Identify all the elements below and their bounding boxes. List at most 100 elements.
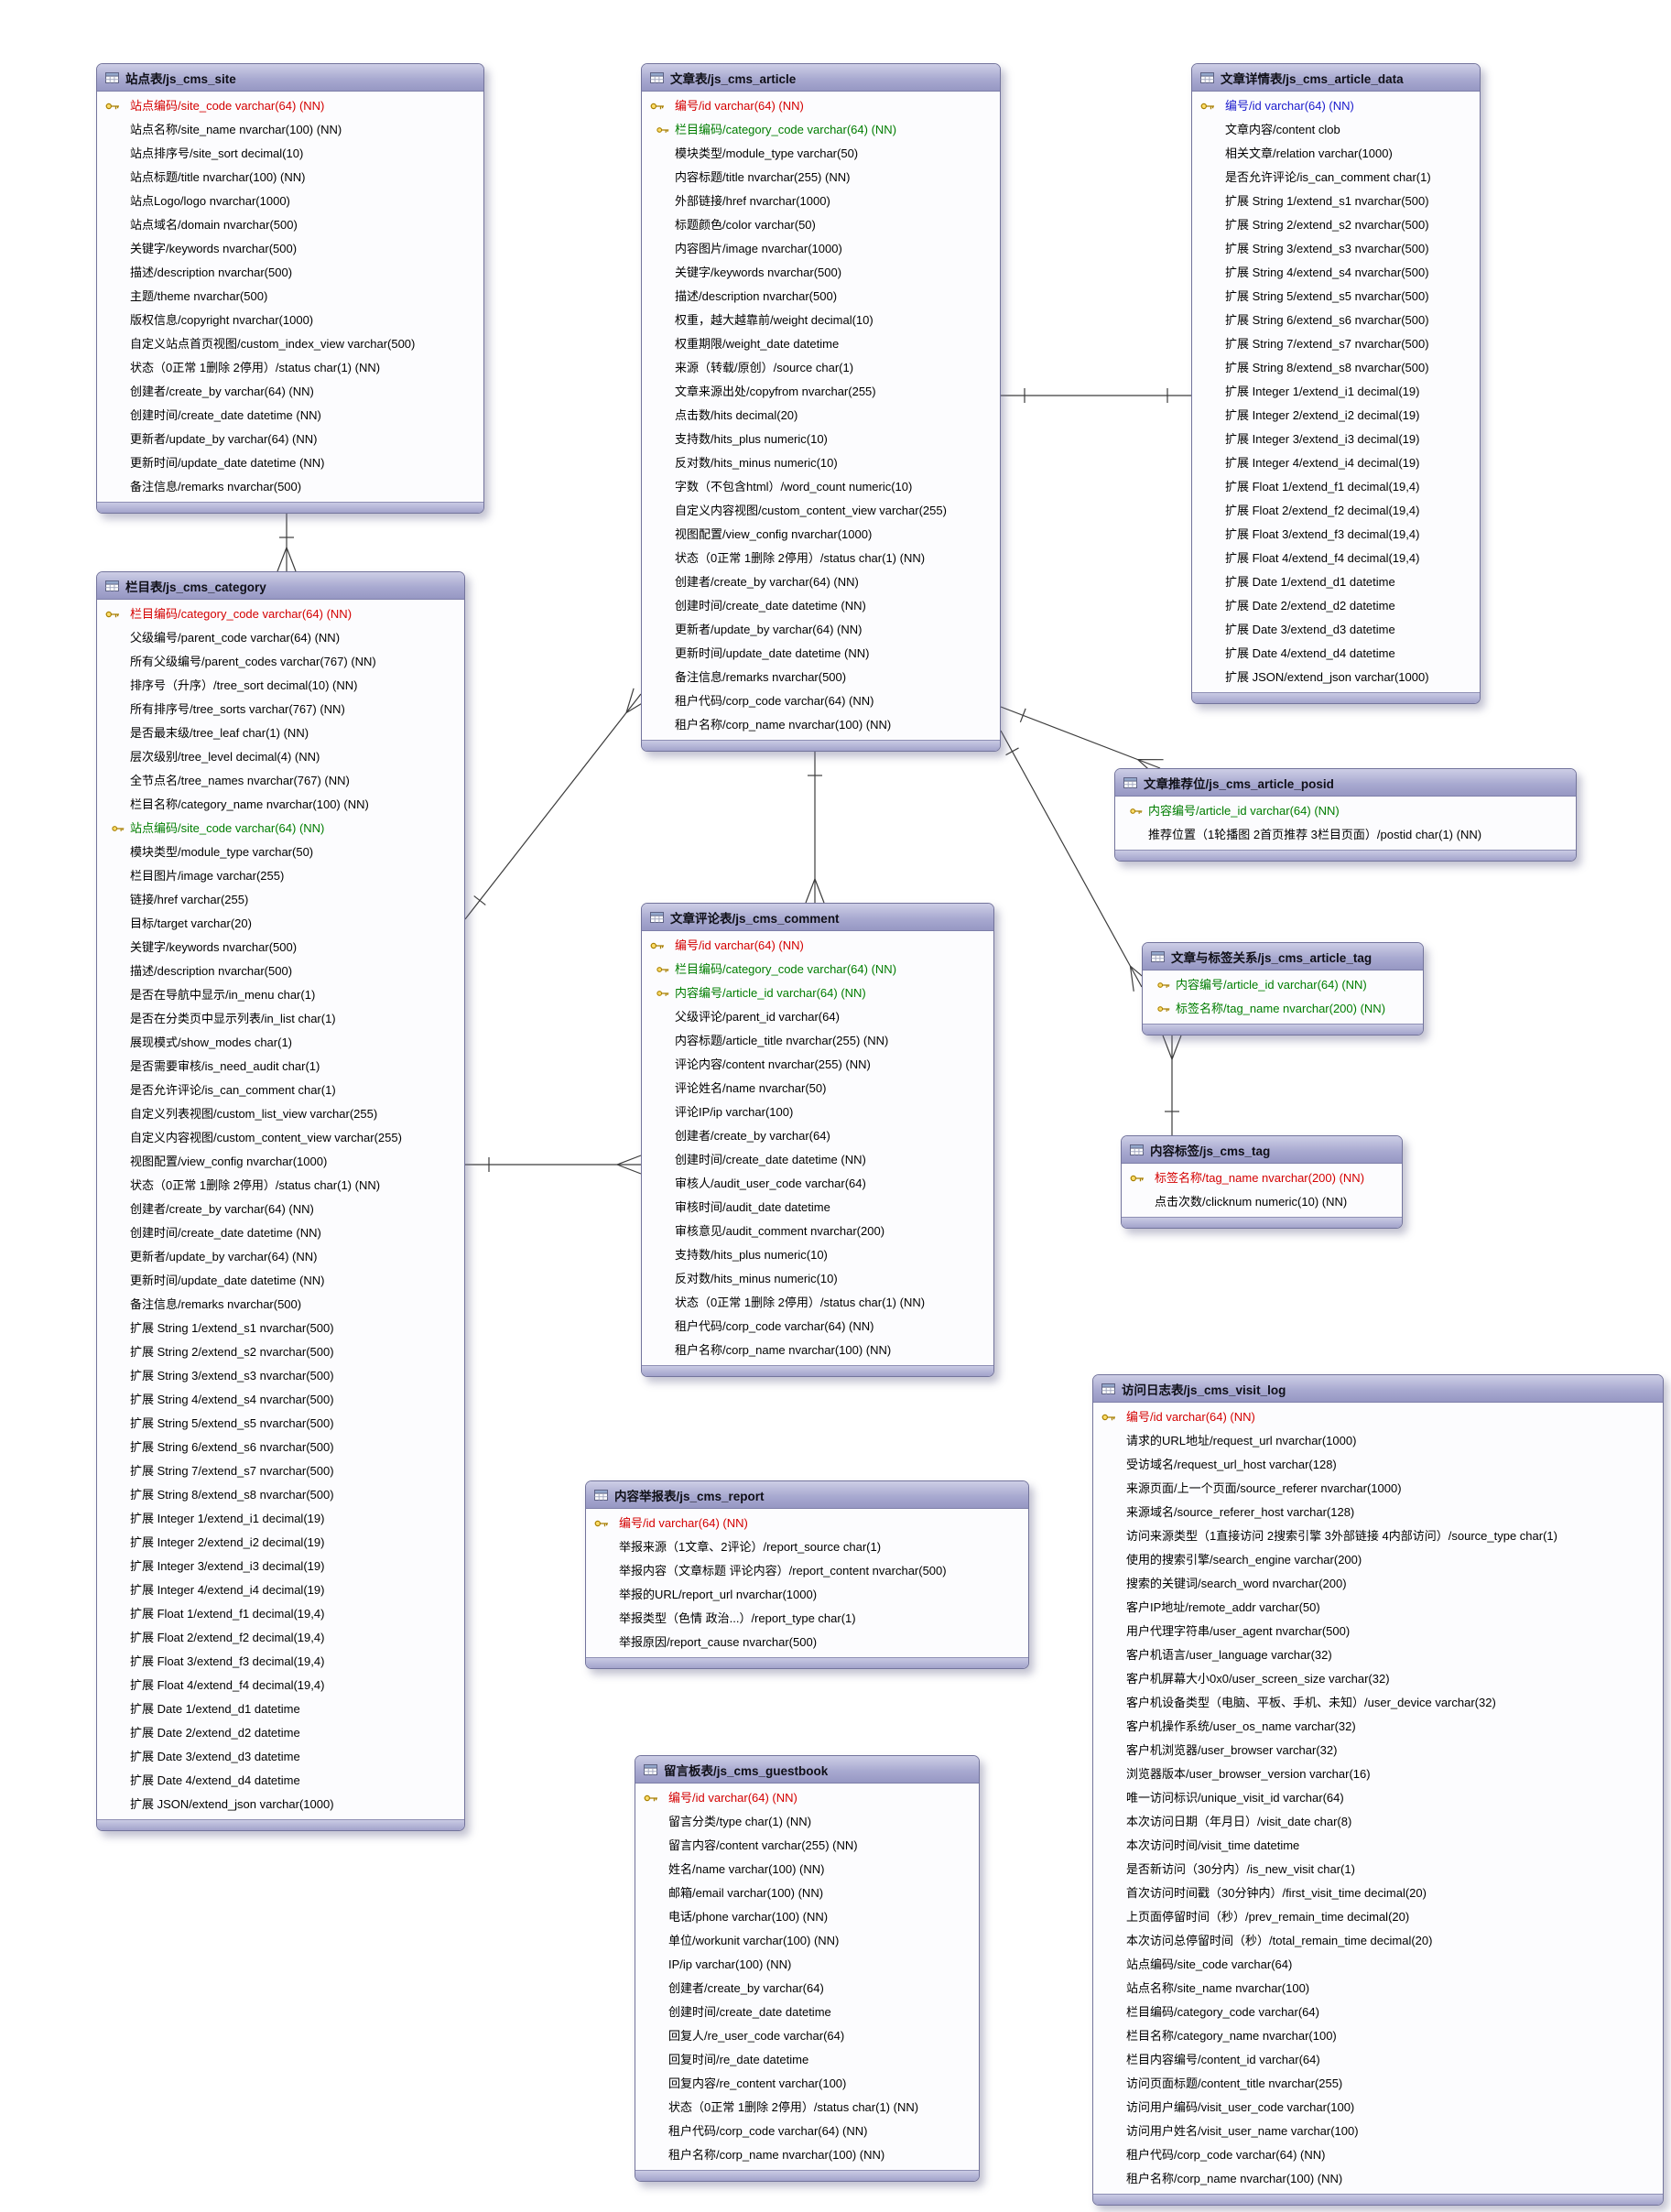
field-row[interactable]: 扩展 String 6/extend_s6 nvarchar(500): [1192, 309, 1480, 332]
field-row[interactable]: 租户代码/corp_code varchar(64) (NN): [642, 1315, 993, 1339]
field-row[interactable]: 站点标题/title nvarchar(100) (NN): [97, 166, 483, 190]
field-row[interactable]: 租户代码/corp_code varchar(64) (NN): [1093, 2143, 1663, 2167]
field-row[interactable]: 扩展 JSON/extend_json varchar(1000): [97, 1793, 464, 1816]
field-row[interactable]: 反对数/hits_minus numeric(10): [642, 1267, 993, 1291]
field-row[interactable]: 扩展 Date 1/extend_d1 datetime: [97, 1697, 464, 1721]
field-row[interactable]: 所有排序号/tree_sorts varchar(767) (NN): [97, 698, 464, 721]
field-row[interactable]: 文章内容/content clob: [1192, 118, 1480, 142]
field-row[interactable]: 访问用户编码/visit_user_code varchar(100): [1093, 2096, 1663, 2120]
field-row[interactable]: 状态（0正常 1删除 2停用）/status char(1) (NN): [642, 1291, 993, 1315]
field-row[interactable]: 扩展 Float 2/extend_f2 decimal(19,4): [97, 1626, 464, 1650]
field-row[interactable]: 扩展 Date 2/extend_d2 datetime: [97, 1721, 464, 1745]
field-row[interactable]: 站点编码/site_code varchar(64): [1093, 1953, 1663, 1977]
field-row[interactable]: 扩展 Integer 4/extend_i4 decimal(19): [97, 1578, 464, 1602]
field-row[interactable]: 扩展 String 5/extend_s5 nvarchar(500): [97, 1412, 464, 1436]
field-row[interactable]: 扩展 String 7/extend_s7 nvarchar(500): [1192, 332, 1480, 356]
field-row[interactable]: 是否需要审核/is_need_audit char(1): [97, 1055, 464, 1079]
field-row[interactable]: 自定义内容视图/custom_content_view varchar(255): [642, 499, 1000, 523]
field-row[interactable]: 扩展 String 8/extend_s8 nvarchar(500): [1192, 356, 1480, 380]
field-row[interactable]: 更新者/update_by varchar(64) (NN): [97, 1245, 464, 1269]
field-row[interactable]: 创建时间/create_date datetime (NN): [97, 1221, 464, 1245]
field-row[interactable]: 栏目名称/category_name nvarchar(100): [1093, 2024, 1663, 2048]
field-row[interactable]: 主题/theme nvarchar(500): [97, 285, 483, 309]
field-row[interactable]: 客户机语言/user_language varchar(32): [1093, 1643, 1663, 1667]
field-row[interactable]: 文章来源出处/copyfrom nvarchar(255): [642, 380, 1000, 404]
field-row[interactable]: 首次访问时间戳（30分钟内）/first_visit_time decimal(…: [1093, 1881, 1663, 1905]
field-row[interactable]: 内容编号/article_id varchar(64) (NN): [642, 981, 993, 1005]
field-row[interactable]: 举报内容（文章标题 评论内容）/report_content nvarchar(…: [586, 1559, 1028, 1583]
field-row[interactable]: IP/ip varchar(100) (NN): [635, 1953, 979, 1977]
field-row[interactable]: 内容标题/article_title nvarchar(255) (NN): [642, 1029, 993, 1053]
field-row[interactable]: 备注信息/remarks nvarchar(500): [642, 666, 1000, 689]
field-row[interactable]: 创建时间/create_date datetime: [635, 2001, 979, 2024]
field-row[interactable]: 客户机浏览器/user_browser varchar(32): [1093, 1739, 1663, 1762]
field-row[interactable]: 权重期限/weight_date datetime: [642, 332, 1000, 356]
field-row[interactable]: 创建者/create_by varchar(64) (NN): [97, 380, 483, 404]
field-row[interactable]: 回复人/re_user_code varchar(64): [635, 2024, 979, 2048]
field-row[interactable]: 审核人/audit_user_code varchar(64): [642, 1172, 993, 1196]
field-row[interactable]: 扩展 Date 2/extend_d2 datetime: [1192, 594, 1480, 618]
entity-header[interactable]: 栏目表/js_cms_category: [97, 572, 464, 600]
field-row[interactable]: 扩展 Date 4/extend_d4 datetime: [97, 1769, 464, 1793]
field-row[interactable]: 评论内容/content nvarchar(255) (NN): [642, 1053, 993, 1077]
entity-header[interactable]: 文章推荐位/js_cms_article_posid: [1115, 769, 1576, 797]
field-row[interactable]: 编号/id varchar(64) (NN): [1192, 94, 1480, 118]
entity-header[interactable]: 留言板表/js_cms_guestbook: [635, 1756, 979, 1784]
field-row[interactable]: 备注信息/remarks nvarchar(500): [97, 475, 483, 499]
field-row[interactable]: 父级评论/parent_id varchar(64): [642, 1005, 993, 1029]
field-row[interactable]: 目标/target varchar(20): [97, 912, 464, 936]
field-row[interactable]: 栏目图片/image varchar(255): [97, 864, 464, 888]
field-row[interactable]: 回复时间/re_date datetime: [635, 2048, 979, 2072]
field-row[interactable]: 状态（0正常 1删除 2停用）/status char(1) (NN): [97, 1174, 464, 1198]
field-row[interactable]: 扩展 Integer 2/extend_i2 decimal(19): [97, 1531, 464, 1555]
field-row[interactable]: 内容图片/image nvarchar(1000): [642, 237, 1000, 261]
field-row[interactable]: 使用的搜索引擎/search_engine varchar(200): [1093, 1548, 1663, 1572]
field-row[interactable]: 浏览器版本/user_browser_version varchar(16): [1093, 1762, 1663, 1786]
field-row[interactable]: 扩展 String 1/extend_s1 nvarchar(500): [97, 1317, 464, 1340]
field-row[interactable]: 扩展 Float 3/extend_f3 decimal(19,4): [1192, 523, 1480, 547]
entity-header[interactable]: 文章详情表/js_cms_article_data: [1192, 64, 1480, 92]
field-row[interactable]: 扩展 String 1/extend_s1 nvarchar(500): [1192, 190, 1480, 213]
field-row[interactable]: 创建者/create_by varchar(64): [635, 1977, 979, 2001]
field-row[interactable]: 创建时间/create_date datetime (NN): [97, 404, 483, 428]
field-row[interactable]: 创建者/create_by varchar(64) (NN): [97, 1198, 464, 1221]
field-row[interactable]: 举报的URL/report_url nvarchar(1000): [586, 1583, 1028, 1607]
field-row[interactable]: 推荐位置（1轮播图 2首页推荐 3栏目页面）/postid char(1) (N…: [1115, 823, 1576, 847]
field-row[interactable]: 扩展 Integer 1/extend_i1 decimal(19): [1192, 380, 1480, 404]
field-row[interactable]: 扩展 Float 2/extend_f2 decimal(19,4): [1192, 499, 1480, 523]
field-row[interactable]: 是否新访问（30分内）/is_new_visit char(1): [1093, 1858, 1663, 1881]
field-row[interactable]: 内容标题/title nvarchar(255) (NN): [642, 166, 1000, 190]
field-row[interactable]: 扩展 String 2/extend_s2 nvarchar(500): [1192, 213, 1480, 237]
field-row[interactable]: 全节点名/tree_names nvarchar(767) (NN): [97, 769, 464, 793]
field-row[interactable]: 回复内容/re_content varchar(100): [635, 2072, 979, 2096]
field-row[interactable]: 本次访问日期（年月日）/visit_date char(8): [1093, 1810, 1663, 1834]
field-row[interactable]: 描述/description nvarchar(500): [97, 261, 483, 285]
field-row[interactable]: 编号/id varchar(64) (NN): [635, 1786, 979, 1810]
entity-header[interactable]: 访问日志表/js_cms_visit_log: [1093, 1375, 1663, 1403]
field-row[interactable]: 自定义内容视图/custom_content_view varchar(255): [97, 1126, 464, 1150]
field-row[interactable]: 站点Logo/logo nvarchar(1000): [97, 190, 483, 213]
entity-header[interactable]: 文章表/js_cms_article: [642, 64, 1000, 92]
field-row[interactable]: 栏目编码/category_code varchar(64): [1093, 2001, 1663, 2024]
field-row[interactable]: 扩展 String 4/extend_s4 nvarchar(500): [97, 1388, 464, 1412]
field-row[interactable]: 模块类型/module_type varchar(50): [642, 142, 1000, 166]
field-row[interactable]: 租户名称/corp_name nvarchar(100) (NN): [642, 713, 1000, 737]
field-row[interactable]: 自定义列表视图/custom_list_view varchar(255): [97, 1102, 464, 1126]
field-row[interactable]: 客户机屏幕大小0x0/user_screen_size varchar(32): [1093, 1667, 1663, 1691]
field-row[interactable]: 审核时间/audit_date datetime: [642, 1196, 993, 1220]
field-row[interactable]: 更新时间/update_date datetime (NN): [97, 451, 483, 475]
field-row[interactable]: 是否最末级/tree_leaf char(1) (NN): [97, 721, 464, 745]
field-row[interactable]: 状态（0正常 1删除 2停用）/status char(1) (NN): [642, 547, 1000, 570]
field-row[interactable]: 排序号（升序）/tree_sort decimal(10) (NN): [97, 674, 464, 698]
entity-header[interactable]: 文章与标签关系/js_cms_article_tag: [1143, 943, 1423, 970]
field-row[interactable]: 标题颜色/color varchar(50): [642, 213, 1000, 237]
field-row[interactable]: 编号/id varchar(64) (NN): [642, 94, 1000, 118]
field-row[interactable]: 栏目编码/category_code varchar(64) (NN): [642, 958, 993, 981]
field-row[interactable]: 扩展 JSON/extend_json varchar(1000): [1192, 666, 1480, 689]
field-row[interactable]: 扩展 Date 3/extend_d3 datetime: [97, 1745, 464, 1769]
